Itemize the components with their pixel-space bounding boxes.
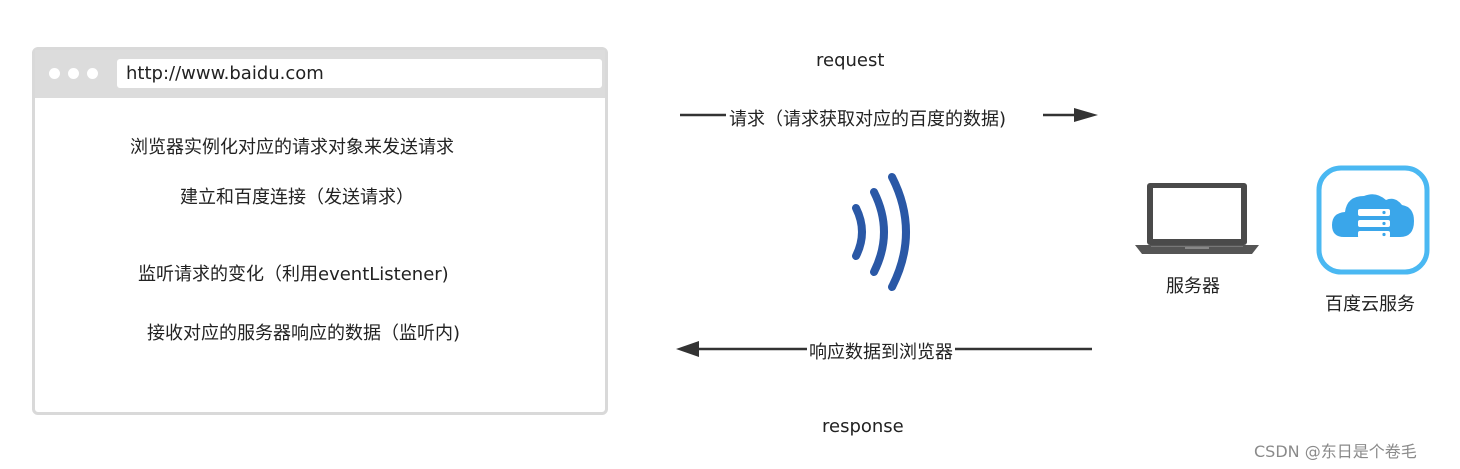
address-bar[interactable]: http://www.baidu.com	[117, 59, 602, 88]
step-instantiate-request: 浏览器实例化对应的请求对象来发送请求	[130, 137, 454, 158]
response-label: 响应数据到浏览器	[807, 338, 955, 364]
step-receive-data: 接收对应的服务器响应的数据（监听内)	[147, 323, 461, 344]
request-arrow	[680, 108, 1098, 122]
step-connect: 建立和百度连接（发送请求）	[180, 187, 414, 208]
laptop-icon	[1135, 183, 1259, 254]
request-title: request	[816, 50, 885, 71]
step-listen-change: 监听请求的变化（利用eventListener)	[138, 264, 449, 285]
watermark: CSDN @东日是个卷毛	[1254, 442, 1417, 461]
window-dot-icon	[87, 68, 98, 79]
request-label: 请求（请求获取对应的百度的数据)	[729, 109, 1007, 130]
browser-title-bar: http://www.baidu.com	[35, 50, 605, 98]
window-dot-icon	[49, 68, 60, 79]
cloud-service-label: 百度云服务	[1325, 294, 1415, 315]
cloud-service-icon	[1316, 165, 1430, 275]
window-dot-icon	[68, 68, 79, 79]
response-title: response	[822, 416, 904, 437]
signal-waves-icon	[852, 173, 910, 291]
browser-window: http://www.baidu.com 浏览器实例化对应的请求对象来发送请求 …	[32, 47, 608, 415]
server-label: 服务器	[1166, 276, 1220, 297]
